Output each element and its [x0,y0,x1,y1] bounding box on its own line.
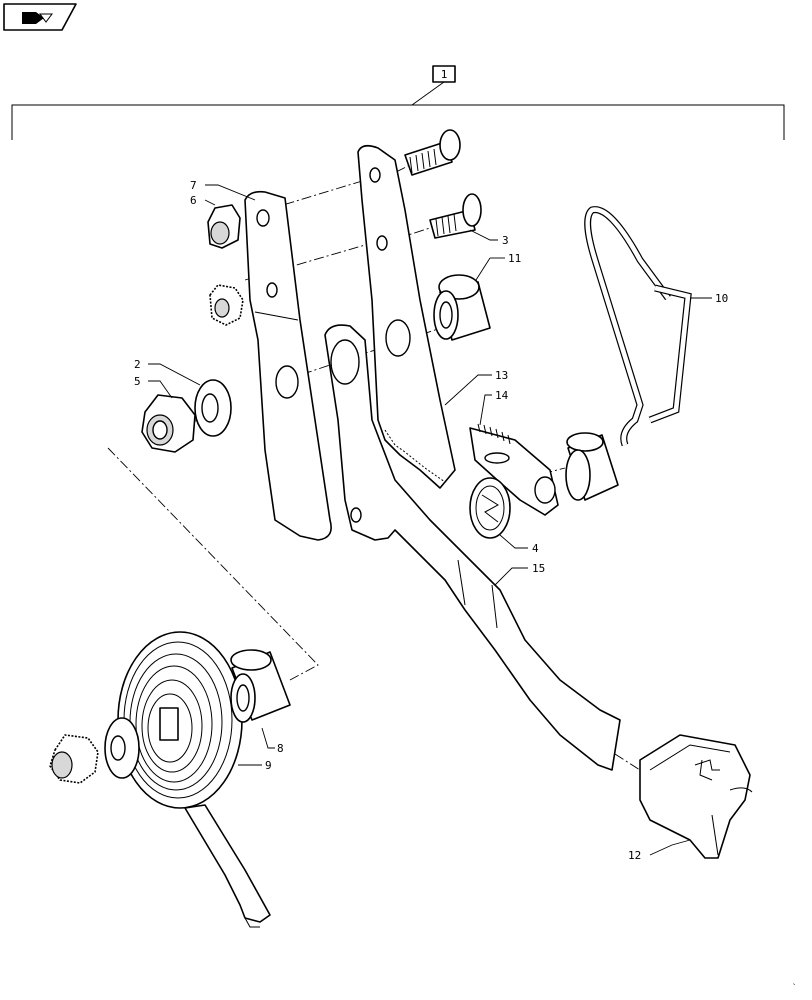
callout-6: 6 [190,194,197,207]
assembly-label: 1 [441,68,448,81]
corner-mark: ` [792,982,797,992]
part-5-nut [141,394,196,453]
callout-8: 8 [277,742,284,755]
part-washer-lower [104,717,140,779]
part-2-washer [194,379,232,437]
part-10-wire-spring [584,206,692,447]
callout-3: 3 [502,234,509,247]
part-9-coil-spring [117,631,271,928]
callout-11: 11 [508,252,521,265]
callout-7: 7 [190,179,197,192]
callout-14: 14 [495,389,509,402]
callout-9: 9 [265,759,272,772]
part-12-pedal-pad [639,734,753,859]
part-8-bushing [230,649,291,723]
part-4-star-washer [469,477,511,539]
part-7-bracket-plate [244,190,332,541]
callout-4: 4 [532,542,539,555]
callouts: 7 6 2 5 3 11 10 13 14 4 15 8 9 12 [134,179,728,862]
callout-12: 12 [628,849,641,862]
part-3-bolt [429,193,482,239]
nav-tab[interactable] [3,3,77,31]
callout-15: 15 [532,562,545,575]
part-15-lever-arm [324,324,621,771]
part-13-toothed-plate [357,144,456,489]
callout-10: 10 [715,292,728,305]
callout-13: 13 [495,369,508,382]
part-knurled-nut-mid [209,284,244,326]
assembly-bracket: 1 [11,65,785,140]
part-bushing-right [565,432,619,501]
part-knurled-nut-lower [49,734,99,784]
callout-5: 5 [134,375,141,388]
book-arrow-icon [22,12,53,24]
part-11-bushing [433,274,491,341]
part-6-nut [207,204,241,249]
part-bolt-top [404,129,461,176]
part-14-toothed-segment [469,423,559,516]
callout-2: 2 [134,358,141,371]
